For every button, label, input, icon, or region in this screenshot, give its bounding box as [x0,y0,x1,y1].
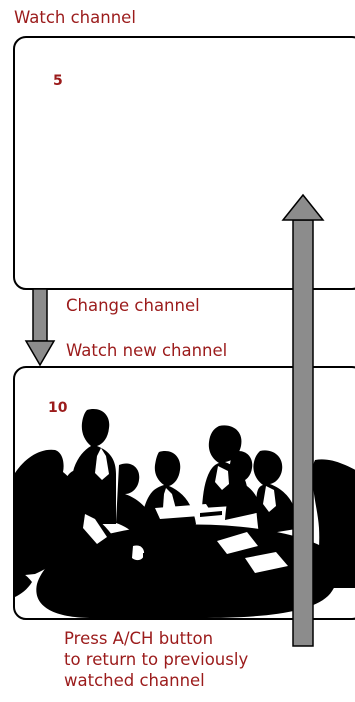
change-channel-caption: Change channel [66,296,200,315]
channel-number-new: 10 [48,400,68,416]
clothing-highlights [83,448,276,561]
watch-new-channel-caption: Watch new channel [66,341,228,360]
change-channel-arrow [24,288,56,367]
channel-number-current: 5 [53,73,63,89]
conference-table [36,524,338,618]
tv-screen-current-channel: 5 [13,36,355,290]
return-instructions: Press A/CH button to return to previousl… [64,629,249,690]
table-items [15,511,222,597]
business-meeting-illustration [15,409,355,618]
watch-channel-caption: Watch channel [14,8,136,27]
tv-screen-new-channel: 10 [13,366,355,620]
